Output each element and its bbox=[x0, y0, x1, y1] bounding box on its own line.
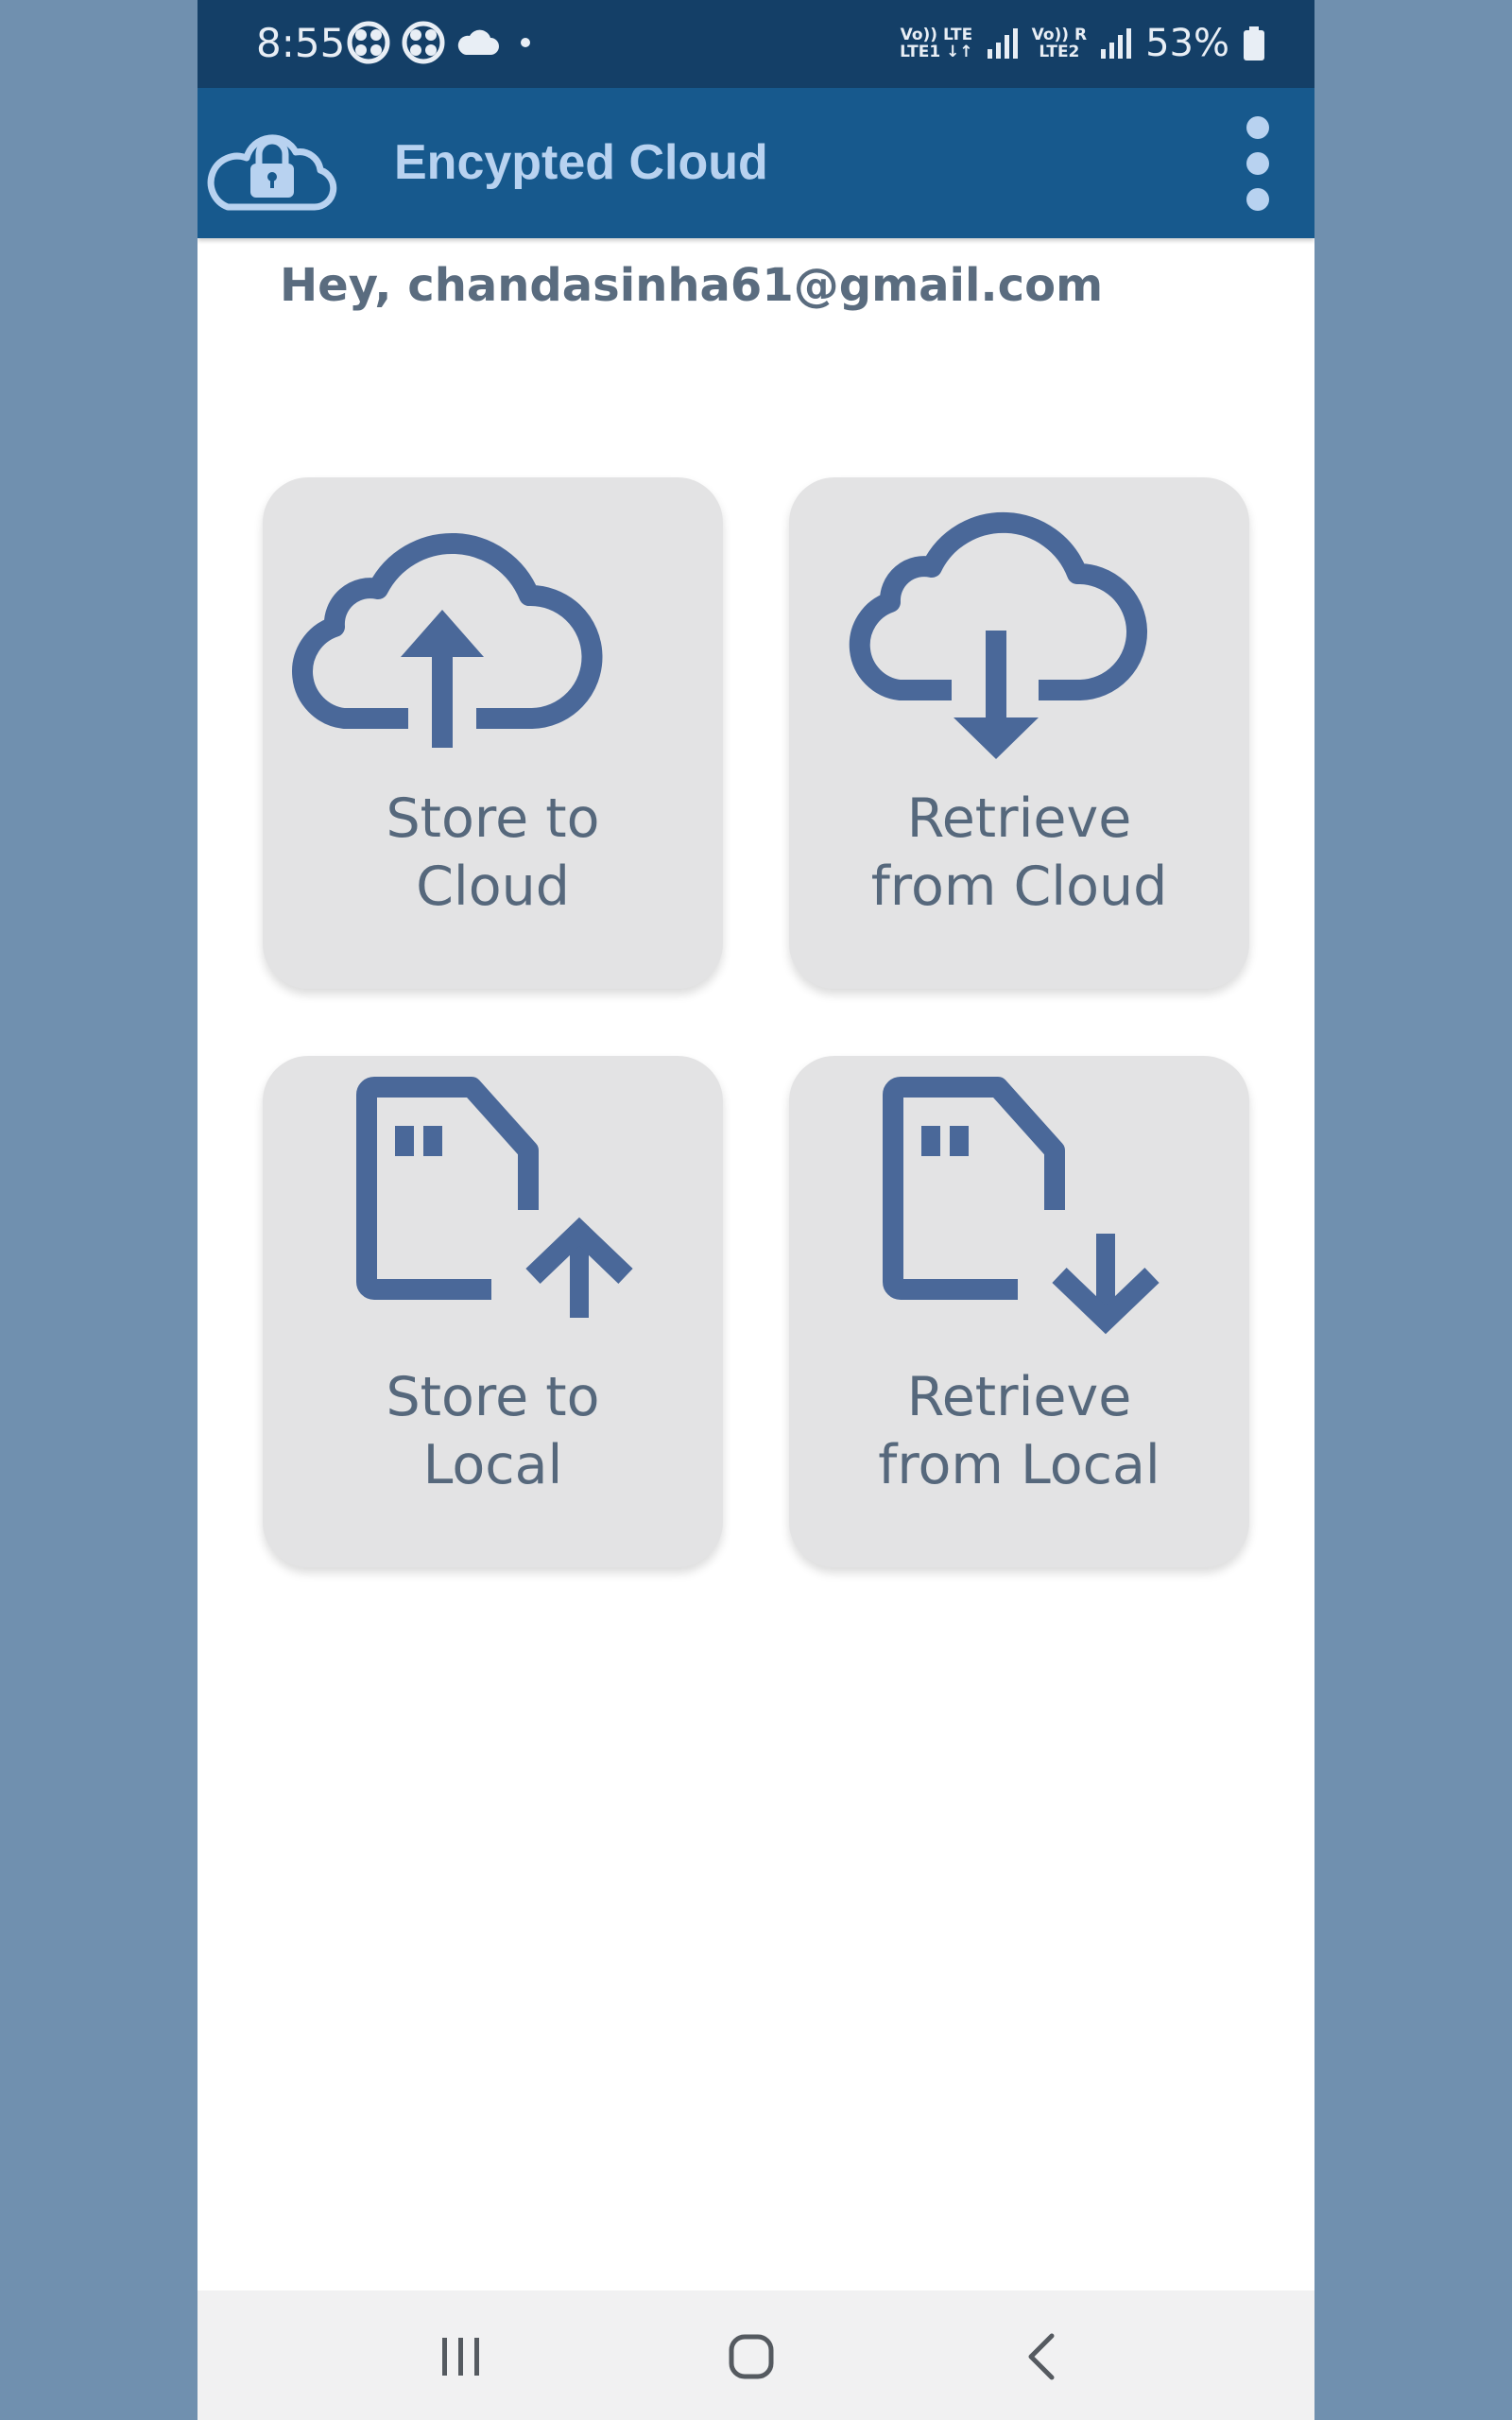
retrieve-from-cloud-button[interactable]: Retrieve from Cloud bbox=[789, 477, 1249, 989]
tile-label-line2: Local bbox=[422, 1434, 563, 1496]
tile-label: Store to Cloud bbox=[263, 785, 723, 921]
user-greeting: Hey, chandasinha61@gmail.com bbox=[280, 259, 1104, 312]
store-to-local-button[interactable]: Store to Local bbox=[263, 1056, 723, 1567]
network-1-bottom: LTE1 ↓↑ bbox=[900, 43, 973, 61]
back-icon[interactable] bbox=[995, 2309, 1090, 2404]
tile-label-line2: from Cloud bbox=[870, 856, 1168, 918]
tile-label: Store to Local bbox=[263, 1363, 723, 1499]
cloud-upload-icon bbox=[292, 533, 603, 748]
network-2-top: Vo)) R bbox=[1031, 26, 1088, 44]
sd-card-upload-icon bbox=[356, 1077, 633, 1318]
app-title: Encypted Cloud bbox=[394, 135, 768, 190]
tile-label-line1: Store to bbox=[386, 1366, 600, 1428]
phone-screen: 8:55 Vo)) LTE LTE1 ↓↑ bbox=[198, 0, 1314, 2420]
more-vert-icon[interactable] bbox=[1239, 116, 1277, 211]
tile-label: Retrieve from Local bbox=[789, 1363, 1249, 1499]
store-to-cloud-button[interactable]: Store to Cloud bbox=[263, 477, 723, 989]
network-label-1: Vo)) LTE LTE1 ↓↑ bbox=[900, 26, 972, 60]
cloud-icon bbox=[457, 29, 499, 55]
pinwheel-icon bbox=[402, 21, 445, 64]
cloud-lock-icon bbox=[207, 134, 337, 211]
menu-dot bbox=[1246, 152, 1269, 175]
cloud-download-icon bbox=[849, 511, 1147, 759]
menu-dot bbox=[1246, 116, 1269, 139]
menu-dot bbox=[1246, 188, 1269, 211]
recent-apps-icon[interactable] bbox=[414, 2309, 508, 2404]
status-bar: 8:55 Vo)) LTE LTE1 ↓↑ bbox=[198, 0, 1314, 88]
signal-icon bbox=[987, 28, 1018, 59]
status-right: Vo)) LTE LTE1 ↓↑ Vo)) R LTE2 53% bbox=[900, 17, 1265, 70]
system-nav-bar bbox=[198, 2290, 1314, 2420]
tile-label-line1: Store to bbox=[386, 787, 600, 850]
tile-label-line1: Retrieve bbox=[906, 1366, 1132, 1428]
network-2-bottom: LTE2 bbox=[1039, 43, 1080, 61]
tile-label-line2: from Local bbox=[878, 1434, 1160, 1496]
battery-icon bbox=[1244, 26, 1264, 60]
status-time: 8:55 bbox=[256, 20, 346, 66]
tile-label-line2: Cloud bbox=[416, 856, 570, 918]
notification-icons bbox=[347, 21, 540, 64]
app-bar: Encypted Cloud bbox=[198, 88, 1314, 238]
home-icon[interactable] bbox=[704, 2309, 799, 2404]
battery-percent: 53% bbox=[1145, 22, 1229, 65]
tile-label-line1: Retrieve bbox=[906, 787, 1132, 850]
tile-label: Retrieve from Cloud bbox=[789, 785, 1249, 921]
pinwheel-icon bbox=[347, 21, 390, 64]
network-1-top: Vo)) LTE bbox=[900, 26, 973, 44]
dot-icon bbox=[521, 38, 530, 47]
sd-card-download-icon bbox=[883, 1077, 1160, 1335]
retrieve-from-local-button[interactable]: Retrieve from Local bbox=[789, 1056, 1249, 1567]
network-label-2: Vo)) R LTE2 bbox=[1032, 26, 1087, 60]
signal-icon bbox=[1101, 28, 1132, 59]
